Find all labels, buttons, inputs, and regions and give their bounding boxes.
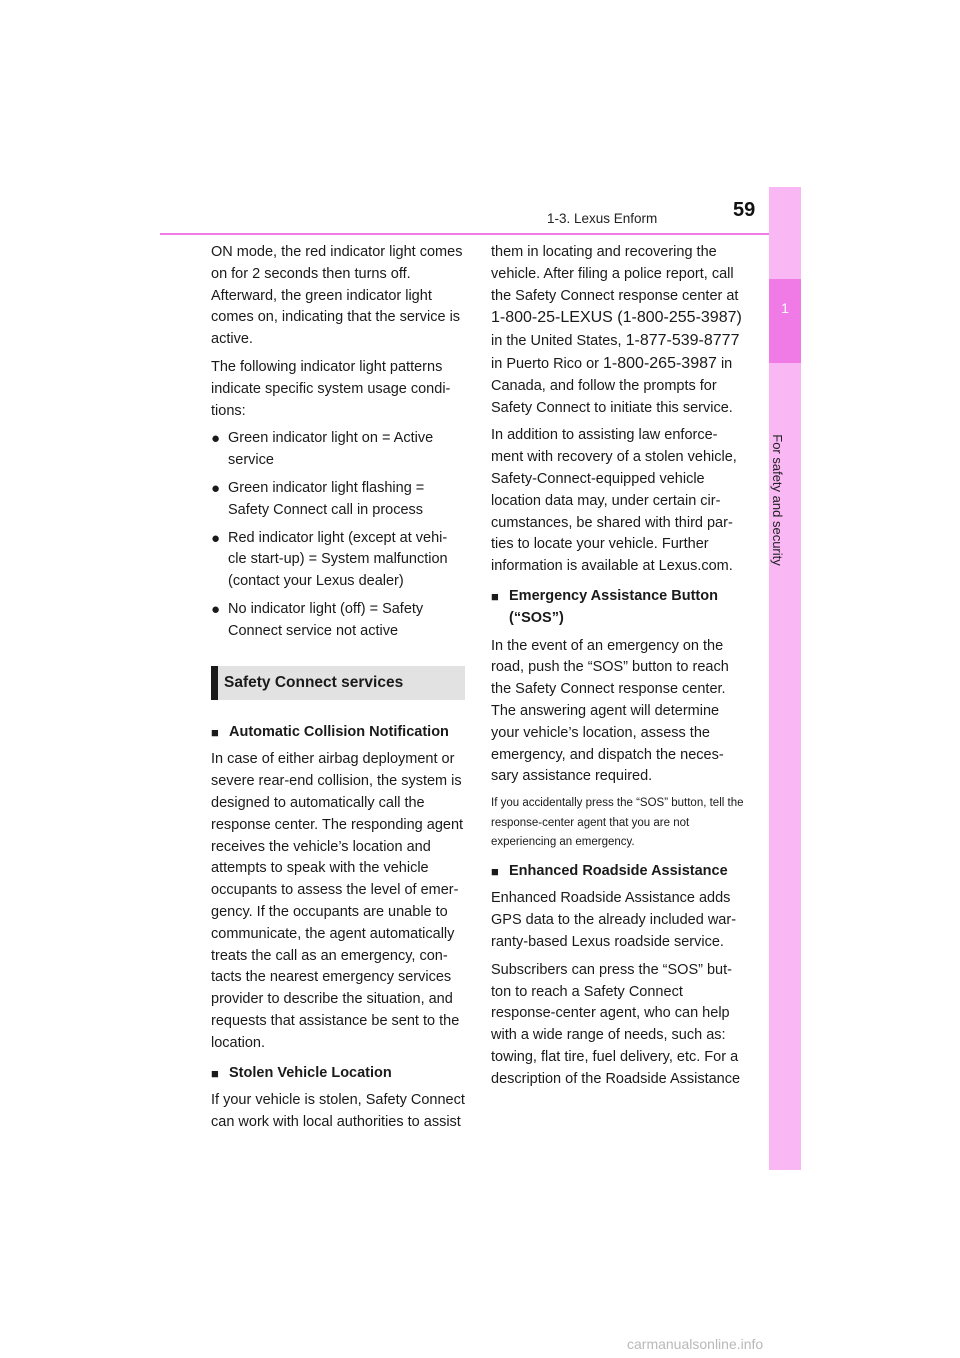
sos-body: In the event of an emergency on the road… (491, 637, 729, 785)
left-column: ON mode, the red indicator light comes o… (211, 242, 465, 1140)
section-header: Safety Connect services (211, 665, 465, 700)
text-us: in the United States, (491, 333, 622, 350)
right-column: them in locating and recovering the vehi… (491, 242, 749, 1097)
chapter-number-box (769, 279, 801, 363)
bullet-icon: ● (211, 430, 221, 448)
stolen-cont-after: in Canada, and follow the prompts for Sa… (491, 355, 733, 416)
square-bullet-icon: ■ (211, 1065, 219, 1081)
subheading-text: Stolen Vehicle Location (229, 1064, 392, 1081)
stolen-cont-text: them in locating and recovering the vehi… (491, 244, 739, 304)
indicator-bullet: ● Green indicator light on = Active serv… (211, 428, 465, 472)
bullet-text: Red indicator light (except at vehi-cle … (228, 529, 448, 590)
bullet-icon: ● (211, 600, 221, 618)
subheading-text: Emergency Assistance Button (“SOS”) (509, 587, 718, 626)
roadside-body: Subscribers can press the “SOS” but-ton … (491, 961, 741, 1087)
roadside-body: Enhanced Roadside Assistance adds GPS da… (491, 890, 737, 951)
law-enforcement-paragraph: In addition to assisting law enforce-men… (491, 427, 737, 575)
bullet-icon: ● (211, 529, 221, 547)
intro-paragraph: The following indicator light patterns i… (211, 358, 451, 419)
subheading-text: Enhanced Roadside Assistance (509, 862, 728, 879)
square-bullet-icon: ■ (491, 588, 499, 604)
indicator-bullet: ● Red indicator light (except at vehi-cl… (211, 528, 465, 593)
bullet-text: Green indicator light flashing = Safety … (228, 479, 425, 518)
running-title: 1-3. Lexus Enform (547, 211, 658, 226)
text-pr: in Puerto Rico or (491, 355, 599, 372)
bullet-text: No indicator light (off) = Safety Connec… (228, 600, 424, 639)
square-bullet-icon: ■ (491, 863, 499, 879)
subheading-stolen-vehicle: ■ Stolen Vehicle Location (211, 1063, 465, 1085)
stolen-vehicle-body: If your vehicle is stolen, Safety Connec… (211, 1092, 465, 1131)
intro-paragraph: ON mode, the red indicator light comes o… (211, 244, 463, 348)
bullet-icon: ● (211, 479, 221, 497)
sos-note: If you accidentally press the “SOS” butt… (491, 797, 744, 849)
subheading-text: Automatic Collision Notification (229, 723, 449, 740)
subheading-sos: ■ Emergency Assistance Button (“SOS”) (491, 586, 749, 630)
automatic-collision-body: In case of either airbag deployment or s… (211, 751, 464, 1051)
indicator-bullet: ● Green indicator light flashing = Safet… (211, 478, 465, 522)
watermark: carmanualsonline.info (627, 1336, 764, 1352)
square-bullet-icon: ■ (211, 724, 219, 740)
chapter-number: 1 (781, 300, 789, 316)
section-title: Safety Connect services (224, 673, 404, 691)
phone-pr: 1-877-539-8777 (625, 332, 740, 350)
chapter-tab-label: For safety and security (770, 434, 785, 566)
bullet-text: Green indicator light on = Active servic… (228, 430, 434, 469)
stolen-vehicle-continued: them in locating and recovering the vehi… (491, 242, 749, 419)
phone-ca: 1-800-265-3987 (603, 354, 717, 372)
page-number: 59 (733, 199, 756, 221)
subheading-roadside: ■ Enhanced Roadside Assistance (491, 861, 749, 883)
indicator-bullet: ● No indicator light (off) = Safety Conn… (211, 599, 465, 643)
header-rule (160, 233, 769, 235)
phone-us: 1-800-25-LEXUS (1-800-255-3987) (491, 309, 742, 327)
subheading-automatic-collision: ■ Automatic Collision Notification (211, 722, 465, 744)
